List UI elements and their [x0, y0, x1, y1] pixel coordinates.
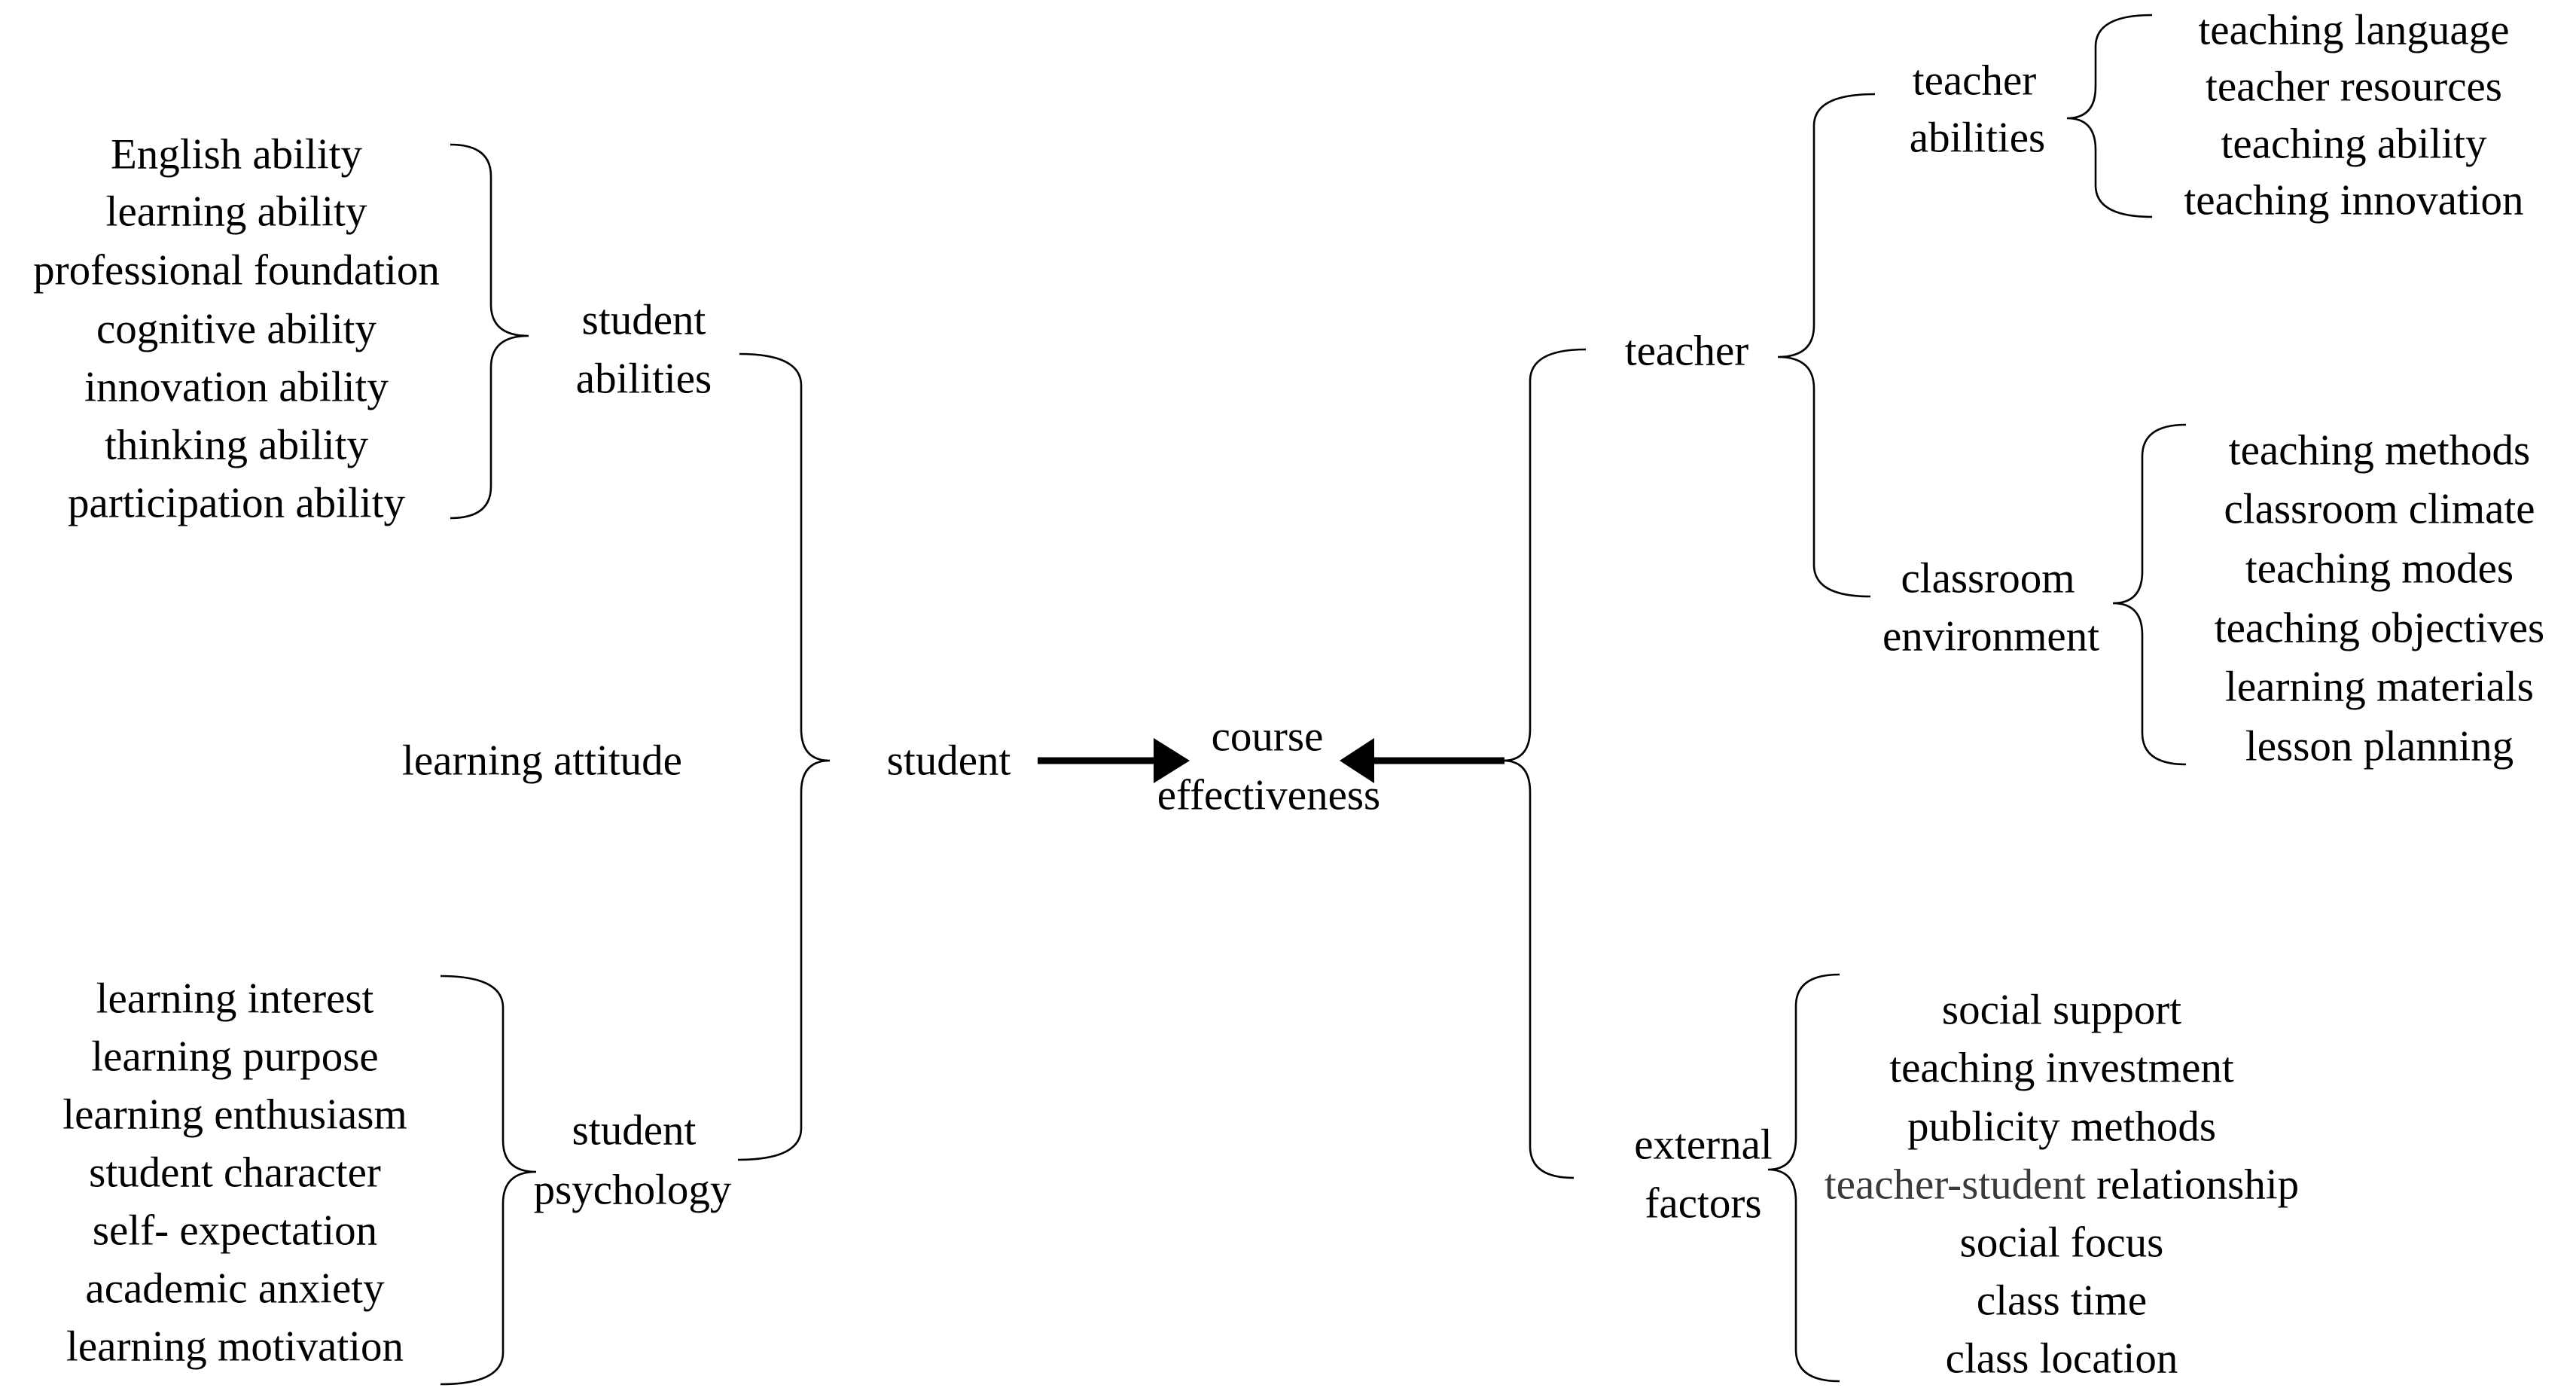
brace-student-psychology — [440, 975, 537, 1386]
factor-item: teaching methods — [2228, 426, 2531, 474]
factor-item: teaching innovation — [2184, 176, 2524, 224]
node-teacher-abilities-line1: teacher — [1912, 56, 2037, 105]
brace-course-right-group — [1502, 348, 1587, 1179]
factor-item: teaching investment — [1889, 1044, 2234, 1092]
brace-teacher-group — [1777, 93, 1876, 598]
node-teacher-abilities-line2: abilities — [1909, 114, 2046, 162]
factor-item: lesson planning — [2245, 722, 2514, 770]
node-student: student — [886, 737, 1011, 785]
node-student-psychology-line2: psychology — [533, 1166, 732, 1214]
node-student-abilities-line2: abilities — [575, 355, 712, 403]
factor-item: class location — [1945, 1335, 2178, 1383]
factor-item-part: relationship — [2096, 1161, 2300, 1209]
factor-item: student character — [89, 1148, 381, 1197]
factor-item: teaching objectives — [2214, 604, 2545, 652]
factor-item: thinking ability — [105, 421, 368, 469]
brace-external-factors-list — [1767, 973, 1840, 1383]
factor-item: self- expectation — [92, 1206, 378, 1255]
factor-item: teacher resources — [2206, 63, 2502, 111]
factor-item: learning purpose — [91, 1033, 379, 1081]
factor-item: learning ability — [105, 188, 367, 236]
node-teacher: teacher — [1624, 327, 1749, 375]
node-course-effectiveness-line2: effectiveness — [1157, 771, 1381, 819]
arrow-student-to-course — [1038, 738, 1190, 783]
factor-item: teaching ability — [2221, 120, 2487, 168]
factor-item: classroom climate — [2224, 485, 2535, 533]
node-student-abilities-line1: student — [581, 296, 706, 344]
factor-item: social support — [1941, 986, 2182, 1034]
brace-student-abilities — [450, 143, 529, 520]
node-classroom-environment-line1: classroom — [1901, 554, 2075, 602]
factor-item: learning interest — [96, 975, 374, 1023]
factor-item: social focus — [1959, 1219, 2164, 1267]
node-classroom-environment-line2: environment — [1882, 612, 2100, 660]
factor-item: teaching language — [2198, 6, 2510, 54]
arrow-right-to-course — [1340, 738, 1504, 783]
node-external-factors-line2: factors — [1645, 1179, 1762, 1228]
node-course-effectiveness-line1: course — [1211, 712, 1324, 761]
factor-item-part-muted: teacher-student — [1824, 1161, 2086, 1209]
brace-teacher-abilities-list — [2066, 14, 2153, 218]
node-external-factors-line1: external — [1634, 1121, 1773, 1169]
factor-item: cognitive ability — [96, 305, 377, 353]
factor-item: learning enthusiasm — [62, 1090, 407, 1139]
factor-item: learning motivation — [66, 1322, 404, 1371]
brace-classroom-environment-list — [2112, 423, 2187, 766]
arrowhead-icon — [1340, 738, 1374, 783]
node-student-psychology-line1: student — [572, 1106, 697, 1155]
arrowhead-icon — [1154, 738, 1190, 783]
factor-item: teacher-student relationship — [1825, 1164, 2299, 1206]
factor-item: teaching modes — [2245, 544, 2514, 593]
factor-item: academic anxiety — [85, 1264, 385, 1313]
factor-item: learning materials — [2225, 663, 2534, 711]
factor-item: publicity methods — [1907, 1103, 2217, 1151]
brace-student-group — [737, 352, 831, 1161]
factor-item: English ability — [110, 130, 363, 178]
node-learning-attitude: learning attitude — [402, 737, 682, 785]
factor-item: professional foundation — [33, 246, 440, 294]
factor-item: participation ability — [68, 479, 405, 527]
factor-item: class time — [1976, 1277, 2148, 1325]
factor-item: innovation ability — [84, 363, 389, 411]
